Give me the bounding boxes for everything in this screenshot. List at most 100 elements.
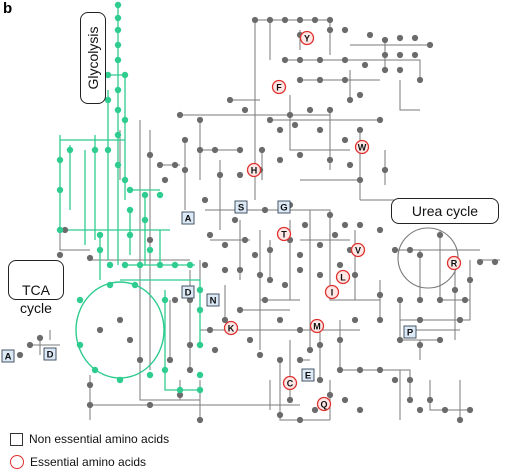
non-essential-amino-acid-a: A [1, 349, 15, 363]
metabolite-node [171, 161, 179, 169]
metabolite-node [396, 336, 404, 344]
metabolite-node [341, 56, 349, 64]
metabolite-node [456, 416, 464, 424]
metabolite-node [356, 221, 364, 229]
metabolite-node [281, 281, 289, 289]
essential-amino-acid-k: K [223, 320, 239, 336]
metabolite-node [406, 246, 414, 254]
pathway-edge [399, 80, 420, 111]
metabolite-node [396, 34, 404, 42]
amino-acid-letter: L [340, 272, 346, 282]
metabolite-node [56, 251, 64, 259]
metabolite-node [276, 356, 284, 364]
metabolite-node [356, 91, 364, 99]
central-metabolite-node [196, 386, 204, 394]
metabolite-node [146, 236, 154, 244]
metabolite-node [336, 366, 344, 374]
metabolite-node [456, 316, 464, 324]
amino-acid-letter: N [210, 296, 217, 307]
amino-acid-letter: T [281, 229, 287, 239]
metabolite-node [311, 16, 319, 24]
metabolite-node [61, 226, 69, 234]
circle-marker-icon [223, 320, 239, 336]
metabolite-node [86, 401, 94, 409]
metabolite-node [216, 171, 224, 179]
essential-amino-acid-c: C [282, 375, 298, 391]
metabolite-node [381, 36, 389, 44]
metabolite-node [186, 341, 194, 349]
metabolite-node [296, 151, 304, 159]
metabolite-node [96, 326, 104, 334]
metabolite-node [396, 296, 404, 304]
square-marker-icon [206, 293, 220, 307]
essential-amino-acid-r: R [446, 255, 462, 271]
metabolite-node [346, 161, 354, 169]
essential-amino-acid-f: F [271, 79, 287, 95]
central-metabolite-node [126, 231, 134, 239]
legend-essential-label: Essential amino acids [30, 455, 147, 469]
pathway-edge [339, 320, 380, 371]
central-metabolite-node [186, 261, 194, 269]
amino-acid-letter: A [5, 352, 12, 363]
metabolite-node [416, 406, 424, 414]
pathway-edge [279, 360, 330, 421]
metabolite-node [196, 416, 204, 424]
metabolite-node [186, 296, 194, 304]
metabolite-node [286, 111, 294, 119]
metabolite-node [181, 166, 189, 174]
square-marker-icon [403, 325, 417, 339]
essential-amino-acid-t: T [276, 226, 292, 242]
metabolite-node [441, 406, 449, 414]
metabolite-node [316, 376, 324, 384]
central-metabolite-node [104, 146, 112, 154]
central-pathway-edge [164, 290, 200, 391]
central-metabolite-node [76, 341, 84, 349]
metabolite-node [266, 276, 274, 284]
non-essential-amino-acid-a: A [181, 211, 195, 225]
essential-amino-acid-v: V [350, 242, 366, 258]
metabolite-node [436, 231, 444, 239]
central-metabolite-node [161, 366, 169, 374]
metabolite-node [351, 316, 359, 324]
metabolite-node [296, 251, 304, 259]
metabolite-node [366, 31, 374, 39]
metabolite-node [381, 66, 389, 74]
metabolite-node [326, 106, 334, 114]
metabolite-node [341, 26, 349, 34]
tca-cycle-label-text: TCA cycle [20, 282, 52, 316]
metabolite-node [86, 254, 94, 262]
metabolite-node [211, 146, 219, 154]
amino-acid-letter: D [47, 350, 54, 361]
metabolite-node [311, 406, 319, 414]
metabolite-node [351, 271, 359, 279]
essential-amino-acid-h: H [246, 162, 262, 178]
amino-acid-letter: P [407, 328, 414, 339]
metabolite-node [316, 56, 324, 64]
metabolite-node [86, 381, 94, 389]
central-metabolite-node [176, 386, 184, 394]
metabolite-node [326, 26, 334, 34]
pathway-edge [289, 95, 350, 151]
amino-acid-letter: S [238, 203, 244, 214]
central-metabolite-node [126, 206, 134, 214]
metabolite-node [316, 271, 324, 279]
metabolite-node [266, 246, 274, 254]
central-metabolite-node [171, 261, 179, 269]
metabolite-node [171, 296, 179, 304]
central-metabolite-node [146, 371, 154, 379]
square-marker-icon [1, 349, 15, 363]
metabolite-node [206, 231, 214, 239]
amino-acid-letter: V [355, 245, 361, 255]
metabolite-node [376, 291, 384, 299]
metabolite-node [236, 306, 244, 314]
metabolite-node [161, 176, 169, 184]
metabolite-node [296, 356, 304, 364]
central-metabolite-node [96, 231, 104, 239]
central-metabolite-node [114, 56, 122, 64]
circle-marker-icon [324, 284, 340, 300]
non-essential-amino-acid-n: N [206, 293, 220, 307]
metabolite-node [296, 416, 304, 424]
metabolite-node [396, 51, 404, 59]
amino-acid-letter: C [287, 378, 294, 388]
metabolite-node [336, 261, 344, 269]
